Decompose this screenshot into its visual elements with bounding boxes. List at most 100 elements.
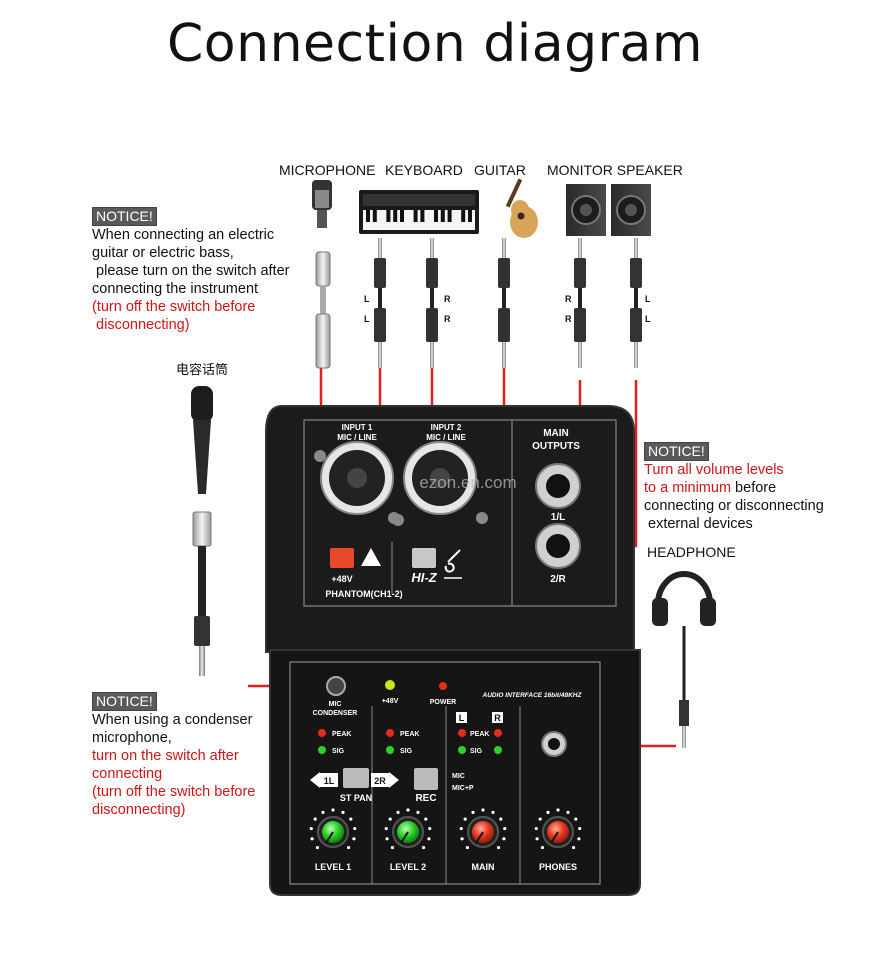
hiz-button[interactable] — [412, 548, 436, 568]
xlr-cable — [315, 251, 331, 369]
notice-line: guitar or electric bass, — [92, 245, 234, 261]
cable-mark: L — [364, 294, 370, 304]
main-label: MAIN — [472, 862, 495, 872]
phantom-label: PHANTOM(CH1-2) — [325, 589, 402, 599]
notice-line-red: (turn off the switch before — [92, 784, 256, 800]
notice-line-red: disconnecting) — [92, 317, 190, 333]
cable-mark: L — [645, 314, 651, 324]
led-48v-label: +48V — [382, 698, 399, 705]
sig-label: SIG — [400, 748, 413, 755]
notice-line: connecting or disconnecting — [644, 498, 824, 514]
mic-condenser-label: CONDENSER — [313, 710, 358, 717]
phantom-48v-label: +48V — [331, 574, 352, 584]
notice-tag: NOTICE! — [92, 692, 157, 711]
notice-condenser: NOTICE! When using a condenser microphon… — [92, 692, 255, 819]
led-peak — [318, 729, 326, 737]
headphone-icon — [652, 571, 716, 748]
notice-line-red: Turn all volume levels — [644, 462, 784, 478]
mic-mode-label: MIC — [452, 773, 465, 780]
label-monitor-speaker: MONITOR SPEAKER — [547, 162, 683, 178]
cable-mark: L — [364, 314, 370, 324]
notice-line: please turn on the switch after — [92, 263, 290, 279]
label-microphone: MICROPHONE — [279, 162, 376, 178]
peak-label: PEAK — [400, 731, 419, 738]
l-channel-label: L — [459, 713, 465, 723]
jack-cable — [630, 238, 642, 368]
jack-cables — [374, 238, 642, 368]
led-peak — [494, 729, 502, 737]
led-48v — [385, 680, 395, 690]
led-power — [439, 682, 447, 690]
guitar-icon — [505, 178, 538, 238]
notice-tag: NOTICE! — [644, 442, 709, 461]
notice-line-red: connecting — [92, 766, 163, 782]
peak-label: PEAK — [332, 731, 351, 738]
rec-button[interactable] — [414, 768, 438, 790]
pan-2r-label: 2R — [374, 776, 386, 786]
notice-line: before — [731, 480, 777, 496]
sig-label: SIG — [332, 748, 345, 755]
label-headphone: HEADPHONE — [647, 544, 736, 560]
notice-line-red: (turn off the switch before — [92, 299, 256, 315]
guitar-small-icon — [444, 549, 461, 573]
led-sig — [494, 746, 502, 754]
page-title: Connection diagram — [167, 14, 703, 74]
label-guitar: GUITAR — [474, 162, 526, 178]
notice-line: microphone, — [92, 730, 172, 746]
st-pan-button[interactable] — [343, 768, 369, 788]
main-outputs-label: MAIN — [543, 428, 569, 439]
level2-label: LEVEL 2 — [390, 862, 426, 872]
audio-interface-label: AUDIO INTERFACE 16bit/48KHZ — [482, 692, 583, 699]
keyboard-icon — [359, 190, 479, 234]
peak-label: PEAK — [470, 731, 489, 738]
label-keyboard: KEYBOARD — [385, 162, 463, 178]
notice-tag: NOTICE! — [92, 207, 157, 226]
jack-cable — [374, 238, 386, 368]
input2-label: INPUT 2 — [431, 423, 462, 432]
input1-combo-jack — [314, 441, 400, 524]
jack-cable — [426, 238, 438, 368]
level1-knob[interactable] — [309, 808, 357, 850]
notice-electric-guitar: NOTICE! When connecting an electric guit… — [92, 207, 289, 334]
phones-knob[interactable] — [534, 808, 582, 850]
phones-label: PHONES — [539, 862, 577, 872]
phantom-48v-button[interactable] — [330, 548, 354, 568]
hiz-label: HI-Z — [411, 570, 437, 585]
power-label: POWER — [430, 699, 456, 706]
level2-knob[interactable] — [384, 808, 432, 850]
monitor-speaker-icon — [566, 184, 651, 236]
r-channel-label: R — [494, 713, 501, 723]
cable-mark: R — [444, 314, 451, 324]
notice-line: When using a condenser — [92, 712, 253, 728]
led-peak — [386, 729, 394, 737]
output-2r-label: 2/R — [550, 574, 566, 585]
warning-icon — [361, 548, 381, 566]
sig-label: SIG — [470, 748, 483, 755]
notice-line: When connecting an electric — [92, 227, 275, 243]
main-output-jacks — [535, 463, 581, 569]
notice-line-red: turn on the switch after — [92, 748, 239, 764]
mic-condenser-label: MIC — [329, 701, 342, 708]
notice-line: external devices — [644, 516, 753, 532]
cable-mark: R — [565, 314, 572, 324]
cable-mark: R — [565, 294, 572, 304]
label-condenser-mic: 电容话筒 — [176, 362, 229, 377]
led-peak — [458, 729, 466, 737]
led-sig — [458, 746, 466, 754]
watermark: ezon.en.com — [419, 473, 516, 492]
output-1l-label: 1/L — [551, 512, 565, 523]
input1-label: INPUT 1 — [342, 423, 373, 432]
level1-label: LEVEL 1 — [315, 862, 351, 872]
main-knob[interactable] — [459, 808, 507, 850]
input1-sublabel: MIC / LINE — [337, 433, 377, 442]
input2-sublabel: MIC / LINE — [426, 433, 466, 442]
mic-p-mode-label: MIC+P — [452, 785, 474, 792]
mic-condenser-jack — [326, 676, 346, 696]
notice-line-red: disconnecting) — [92, 802, 186, 818]
cable-mark: R — [444, 294, 451, 304]
st-pan-label: ST PAN — [340, 793, 372, 803]
notice-volume: NOTICE! Turn all volume levels to a mini… — [644, 442, 824, 533]
main-outputs-label: OUTPUTS — [532, 441, 580, 452]
input2-combo-jack — [392, 441, 488, 526]
